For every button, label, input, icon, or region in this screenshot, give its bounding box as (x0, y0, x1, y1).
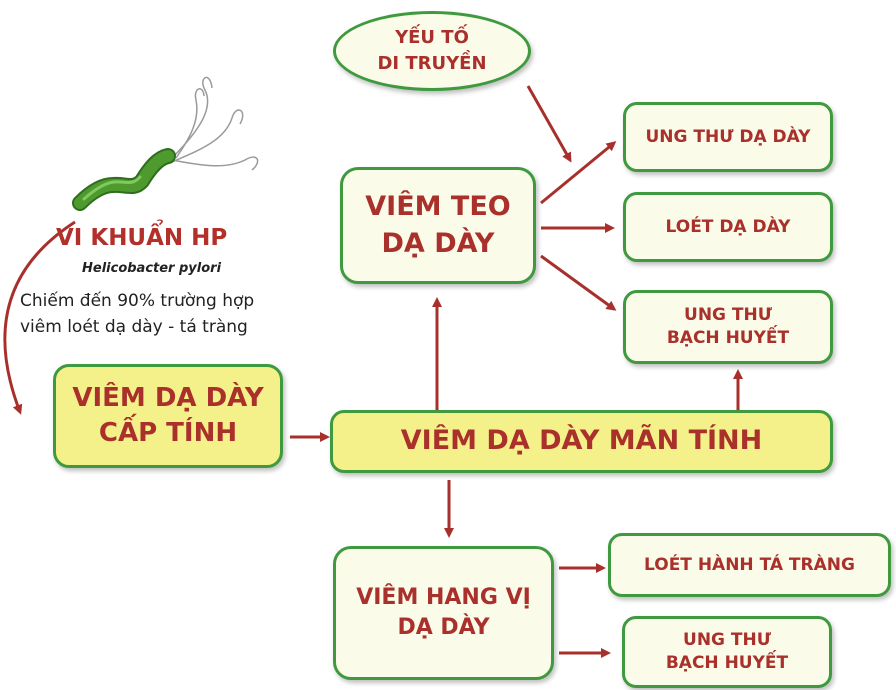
node-lymphoma-top: UNG THƯ BẠCH HUYẾT (623, 290, 833, 364)
node-chronic-gastritis-label: VIÊM DẠ DÀY MÃN TÍNH (400, 425, 763, 457)
node-lymphoma-bottom: UNG THƯ BẠCH HUYẾT (622, 616, 832, 688)
node-acute-gastritis-label: VIÊM DẠ DÀY CẤP TÍNH (72, 382, 264, 448)
node-antral-gastritis-label: VIÊM HANG VỊ DẠ DÀY (356, 585, 531, 640)
bacteria-description: Chiếm đến 90% trường hợp viêm loét dạ dà… (20, 291, 255, 338)
node-genetic-factor-label: YẾU TỐ DI TRUYỀN (377, 26, 487, 74)
node-stomach-cancer: UNG THƯ DẠ DÀY (623, 102, 833, 172)
bacterium-illustration (72, 76, 259, 211)
node-acute-gastritis: VIÊM DẠ DÀY CẤP TÍNH (53, 364, 283, 468)
node-duodenal-ulcer-label: LOÉT HÀNH TÁ TRÀNG (644, 554, 855, 575)
arrow-genetic-to-atrophic (526, 85, 572, 163)
bacteria-title: VI KHUẨN HP (56, 225, 228, 251)
node-stomach-cancer-label: UNG THƯ DẠ DÀY (645, 126, 811, 147)
node-stomach-ulcer: LOÉT DẠ DÀY (623, 192, 833, 262)
arrow-hp-to-acute (3, 220, 76, 415)
node-atrophic-gastritis: VIÊM TEO DẠ DÀY (340, 167, 536, 284)
node-lymphoma-top-label: UNG THƯ BẠCH HUYẾT (666, 305, 790, 348)
node-stomach-ulcer-label: LOÉT DẠ DÀY (665, 216, 791, 237)
node-antral-gastritis: VIÊM HANG VỊ DẠ DÀY (333, 546, 554, 680)
node-genetic-factor: YẾU TỐ DI TRUYỀN (333, 11, 531, 91)
arrow-atrophic-to-lymphoma (540, 254, 617, 311)
node-atrophic-gastritis-label: VIÊM TEO DẠ DÀY (365, 191, 511, 259)
bacteria-scientific-name: Helicobacter pylori (82, 261, 222, 276)
node-lymphoma-bottom-label: UNG THƯ BẠCH HUYẾT (665, 630, 789, 673)
node-chronic-gastritis: VIÊM DẠ DÀY MÃN TÍNH (330, 410, 833, 473)
node-duodenal-ulcer: LOÉT HÀNH TÁ TRÀNG (608, 533, 891, 597)
arrow-atrophic-to-cancer (540, 141, 617, 205)
